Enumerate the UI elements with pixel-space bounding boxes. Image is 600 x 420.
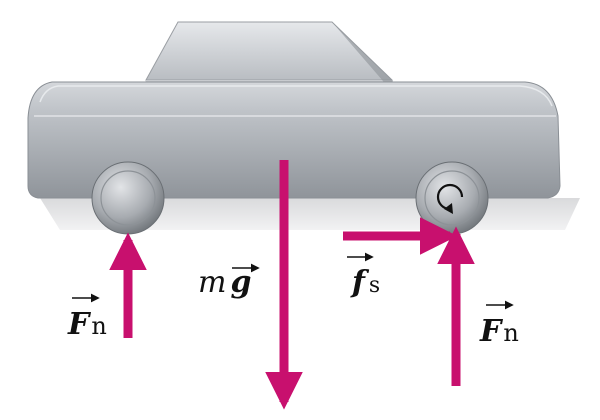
svg-text:Fn: Fn <box>67 307 107 342</box>
normal-force-rear-label: Fn <box>67 293 107 342</box>
normal-force-front-label: Fn <box>479 300 519 349</box>
weight-m: m <box>198 265 226 300</box>
svg-text:mg: mg <box>198 265 251 300</box>
rear-subscript: n <box>91 312 106 340</box>
rear-F: F <box>67 307 92 342</box>
car-body <box>27 81 561 199</box>
rear-wheel <box>91 161 165 235</box>
front-subscript: n <box>503 319 518 347</box>
front-wheel <box>415 161 489 235</box>
svg-text:Fn: Fn <box>479 314 519 349</box>
friction-subscript: s <box>369 273 380 298</box>
counterclockwise-rotation-icon <box>436 183 464 214</box>
weight-g: g <box>230 265 251 300</box>
front-F: F <box>479 314 504 349</box>
friction-f: f <box>350 265 370 300</box>
svg-text:fs: fs <box>350 265 380 300</box>
